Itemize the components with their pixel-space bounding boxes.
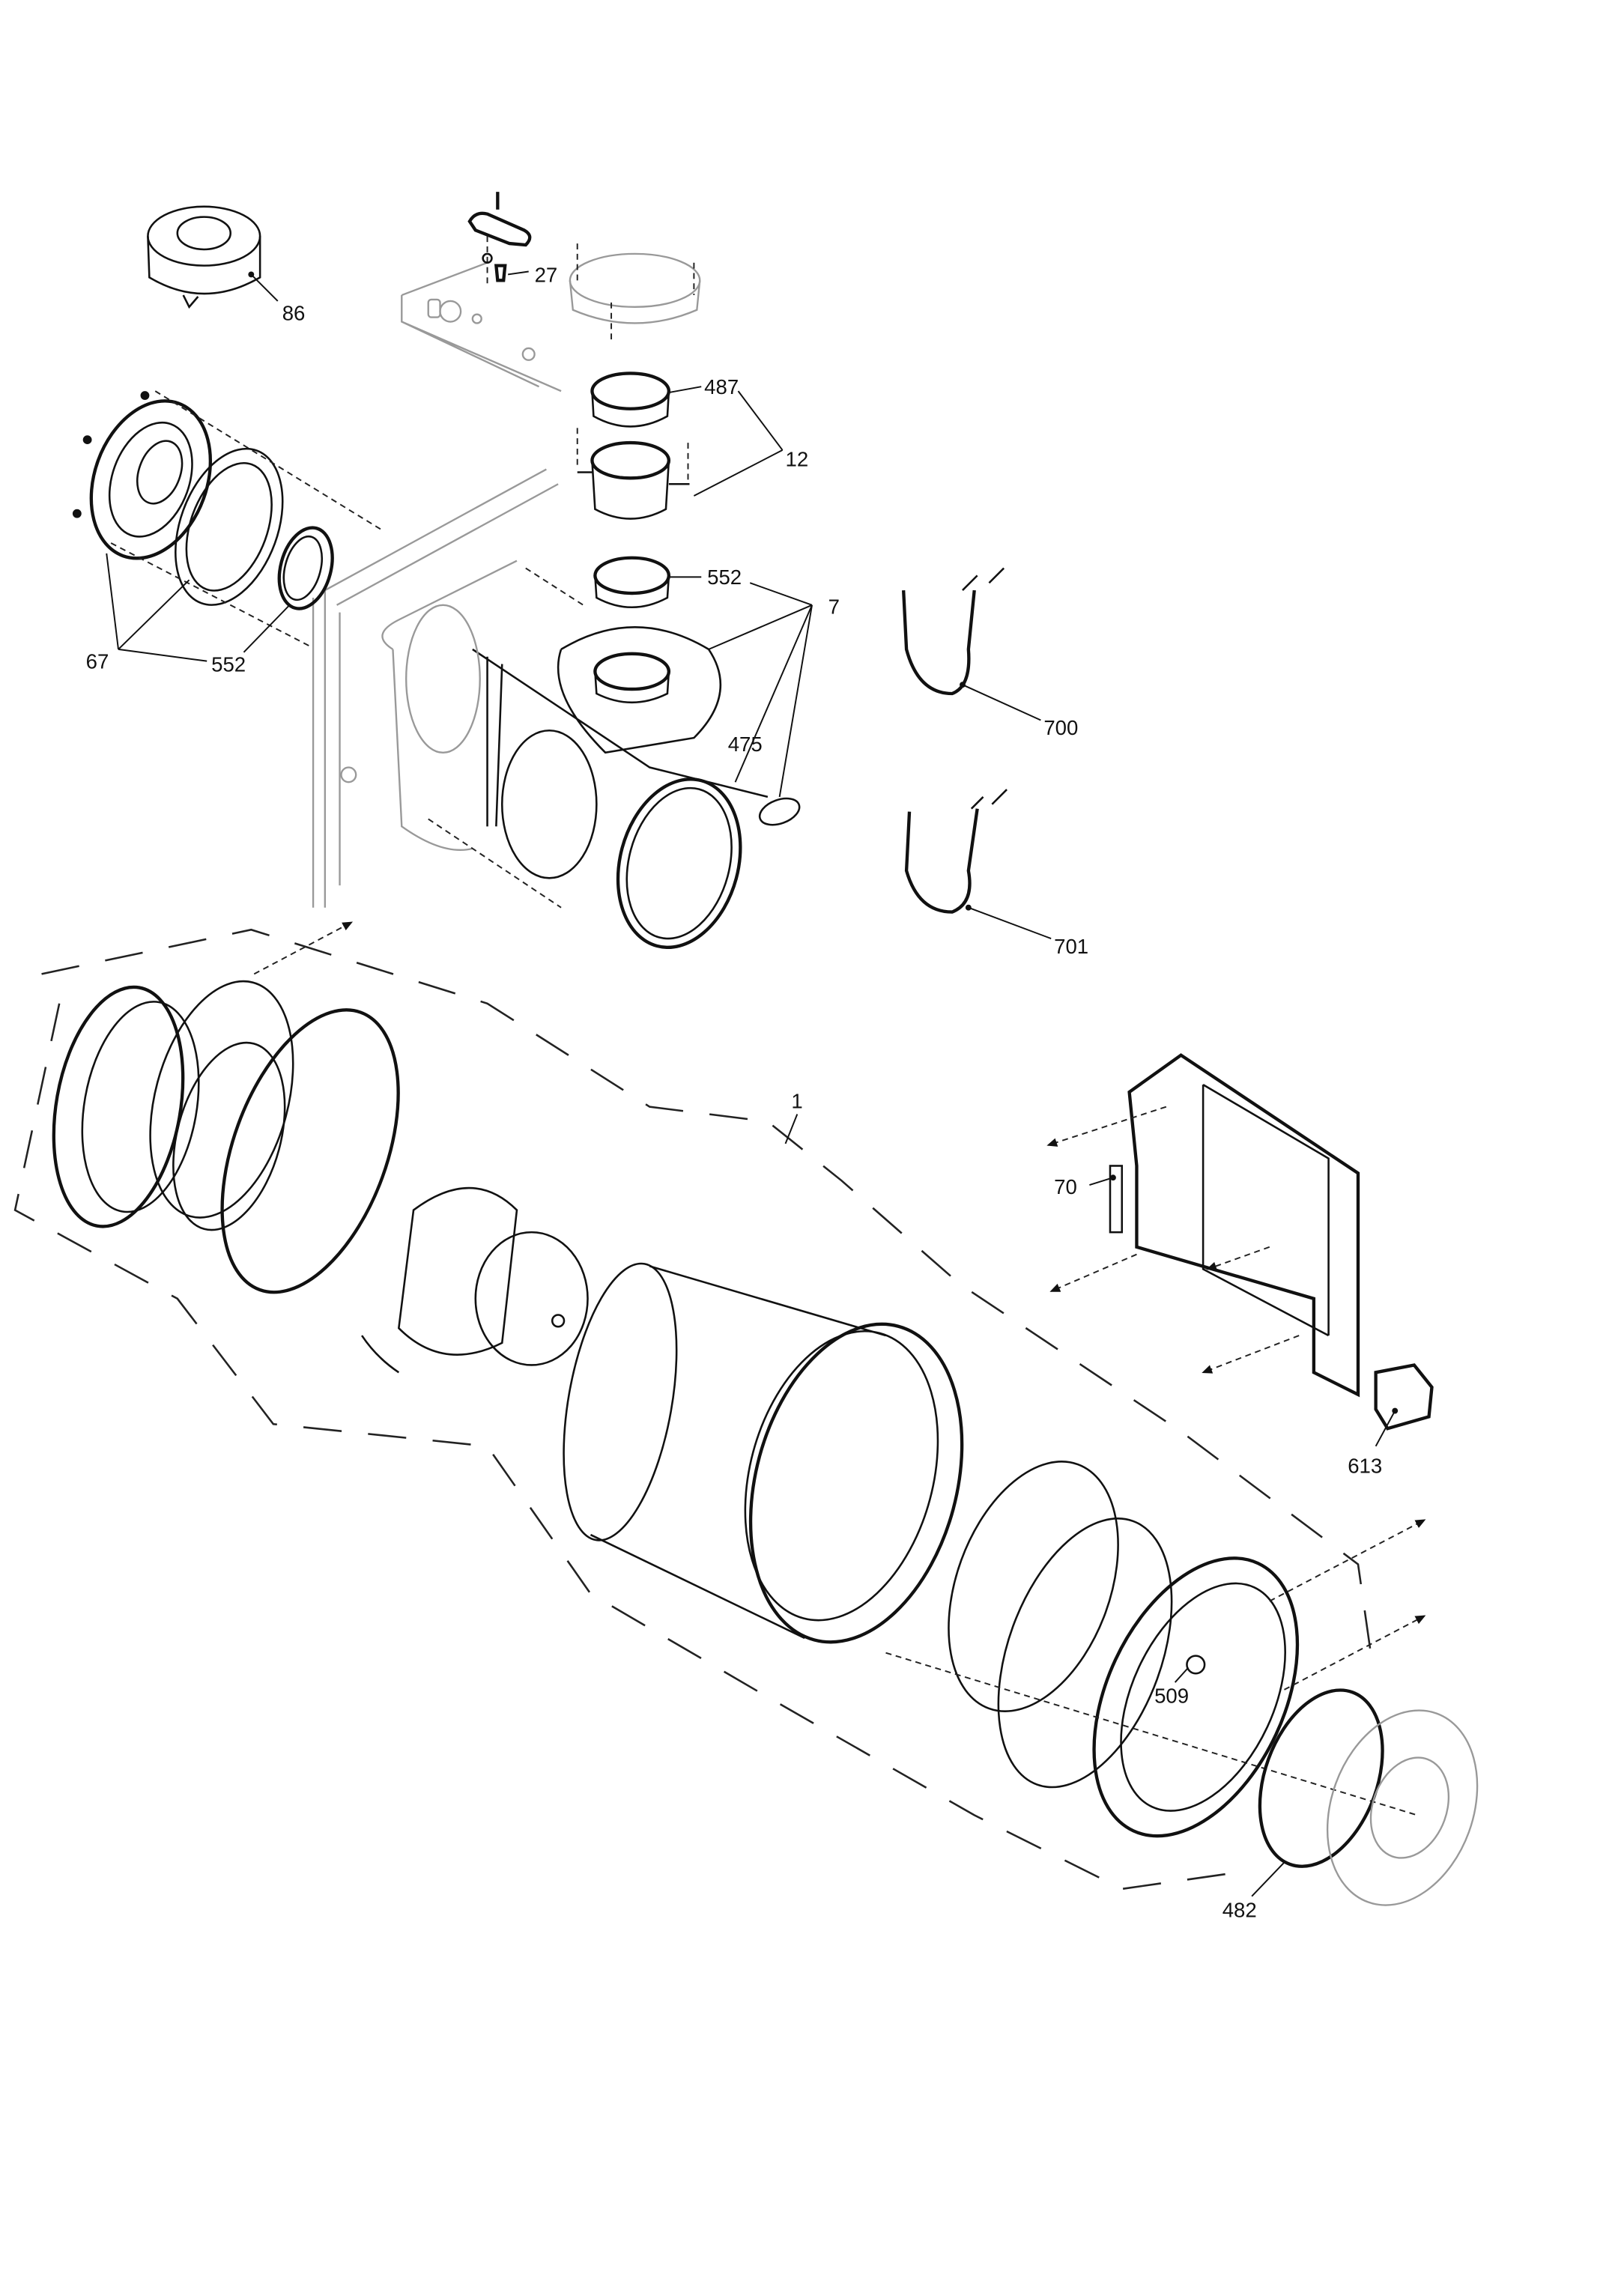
part-labels: 86 27 487 12 552 7 67 552 700 475 701 1 … (86, 263, 1383, 1921)
part-70-frame[interactable] (1046, 1053, 1360, 1398)
label-509: 509 (1154, 1685, 1189, 1708)
label-1: 1 (791, 1090, 802, 1113)
part-27-knob[interactable] (467, 192, 532, 288)
label-700: 700 (1043, 716, 1078, 739)
part-86-cap[interactable] (147, 205, 279, 309)
part-487-ring[interactable] (590, 372, 702, 428)
rear-bearing-housing[interactable] (885, 1438, 1426, 1868)
part-7-blower-housing[interactable] (472, 582, 813, 879)
label-70: 70 (1054, 1175, 1077, 1198)
part-552-ring-side[interactable] (243, 522, 340, 653)
door-assembly[interactable] (36, 965, 432, 1316)
label-487: 487 (704, 375, 739, 398)
label-613: 613 (1348, 1454, 1382, 1477)
label-67: 67 (86, 650, 109, 673)
label-482: 482 (1222, 1898, 1257, 1921)
part-613-connector[interactable] (1374, 1363, 1434, 1447)
rear-cross-piece (1326, 1709, 1479, 1906)
part-701-wire[interactable] (904, 789, 1052, 939)
label-701: 701 (1054, 935, 1088, 958)
part-475-gasket[interactable] (600, 765, 758, 962)
label-552-side: 552 (211, 652, 246, 676)
gray-ring (569, 243, 701, 340)
part-509-sensor[interactable] (1174, 1655, 1206, 1683)
label-7: 7 (828, 595, 840, 619)
top-panel (401, 261, 562, 392)
part-12-adapter[interactable] (576, 390, 784, 520)
part-700-wire[interactable] (901, 567, 1041, 721)
label-475: 475 (728, 733, 763, 756)
drum[interactable] (545, 1255, 995, 1666)
label-27: 27 (535, 263, 558, 286)
label-12: 12 (786, 448, 809, 471)
part-67-flange[interactable] (70, 384, 385, 662)
label-552-top: 552 (707, 566, 742, 589)
label-86: 86 (282, 302, 306, 325)
part-552-ring-top[interactable] (593, 556, 702, 608)
inner-window-plate[interactable] (361, 1186, 589, 1374)
cabinet-panel (312, 468, 584, 909)
assembly-1-outline (13, 921, 1374, 1891)
